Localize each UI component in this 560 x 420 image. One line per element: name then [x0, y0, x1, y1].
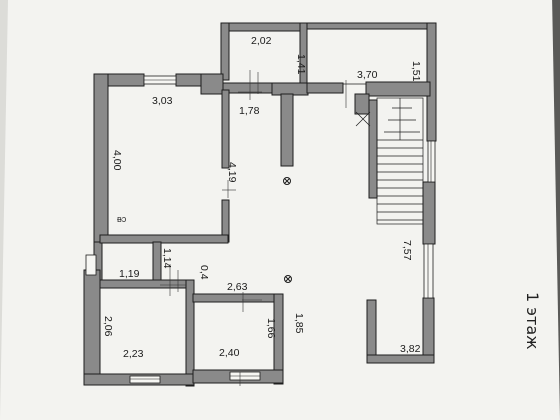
dimension-lines	[160, 70, 347, 386]
window-right-lower	[423, 243, 434, 299]
wall-stair-left	[368, 99, 378, 199]
dim-wc-depth: 1,14	[161, 248, 173, 269]
floor-label: 1 этаж	[523, 292, 542, 350]
staircase	[355, 97, 424, 225]
dim-bedroom-wall: 4,19	[226, 162, 238, 183]
wall-t-stem	[280, 93, 294, 167]
wall-pillar-a	[200, 73, 224, 95]
wall-top-right	[303, 22, 436, 30]
dim-small-room-width: 2,02	[251, 35, 272, 47]
wall-room240-top	[192, 293, 284, 303]
dim-corridor-width: 1,78	[239, 105, 260, 117]
bedroom-marker: ᴃɔ	[117, 214, 127, 224]
wall-right-mid	[422, 181, 436, 245]
wall-small-left	[220, 22, 230, 81]
dim-landing-width: 3,70	[357, 69, 378, 81]
window-bottom-left	[129, 375, 161, 384]
paper-shadow-edge	[0, 0, 8, 420]
dim-bath-width: 2,40	[219, 347, 240, 359]
wall-wc-right	[152, 241, 162, 281]
dim-room-left-depth: 2,06	[102, 316, 114, 337]
dim-corridor-lower: 1,85	[293, 313, 305, 334]
wall-stair-top	[365, 81, 431, 97]
wall-left-upper	[93, 73, 109, 243]
dim-bath-depth: 1,66	[265, 318, 277, 339]
wall-left-lower	[83, 269, 101, 385]
wall-room206-right	[185, 279, 195, 387]
wall-bottom-right	[366, 354, 435, 364]
wall-top-small	[220, 22, 308, 32]
wall-stair-left-cap	[354, 93, 370, 115]
wall-corridor-top	[222, 82, 274, 94]
dim-bedroom-width: 3,03	[152, 95, 173, 107]
wall-t-pillar	[271, 82, 309, 96]
wall-top-bedroom-2	[175, 73, 205, 87]
thin-lines	[306, 29, 366, 85]
ceiling-lights	[283, 177, 292, 283]
dim-room-left-width: 2,23	[123, 348, 144, 360]
dim-small-room-depth: 1,41	[295, 54, 307, 75]
dim-hall-length: 7,57	[401, 240, 413, 261]
dim-hall-bottom: 3,82	[400, 343, 421, 355]
dim-gap: 0,4	[198, 265, 210, 280]
wall-landing-top	[306, 82, 344, 94]
wall-room240-right	[273, 293, 284, 385]
wall-bedroom-bottom	[99, 234, 229, 244]
window-left-lower	[85, 254, 97, 276]
dim-bath-width-top: 2,63	[227, 281, 248, 293]
wall-right-lower	[422, 297, 435, 363]
light-fixture-lower	[284, 275, 292, 283]
dim-bedroom-depth: 4,00	[111, 150, 123, 171]
dim-top-right-depth: 1,51	[410, 61, 422, 82]
window-right-upper	[427, 140, 436, 183]
wall-bedroom-right	[221, 89, 230, 169]
wall-corridor-right-lower	[366, 299, 377, 363]
light-fixture-upper	[283, 177, 291, 185]
dim-wc-width: 1,19	[119, 268, 140, 280]
